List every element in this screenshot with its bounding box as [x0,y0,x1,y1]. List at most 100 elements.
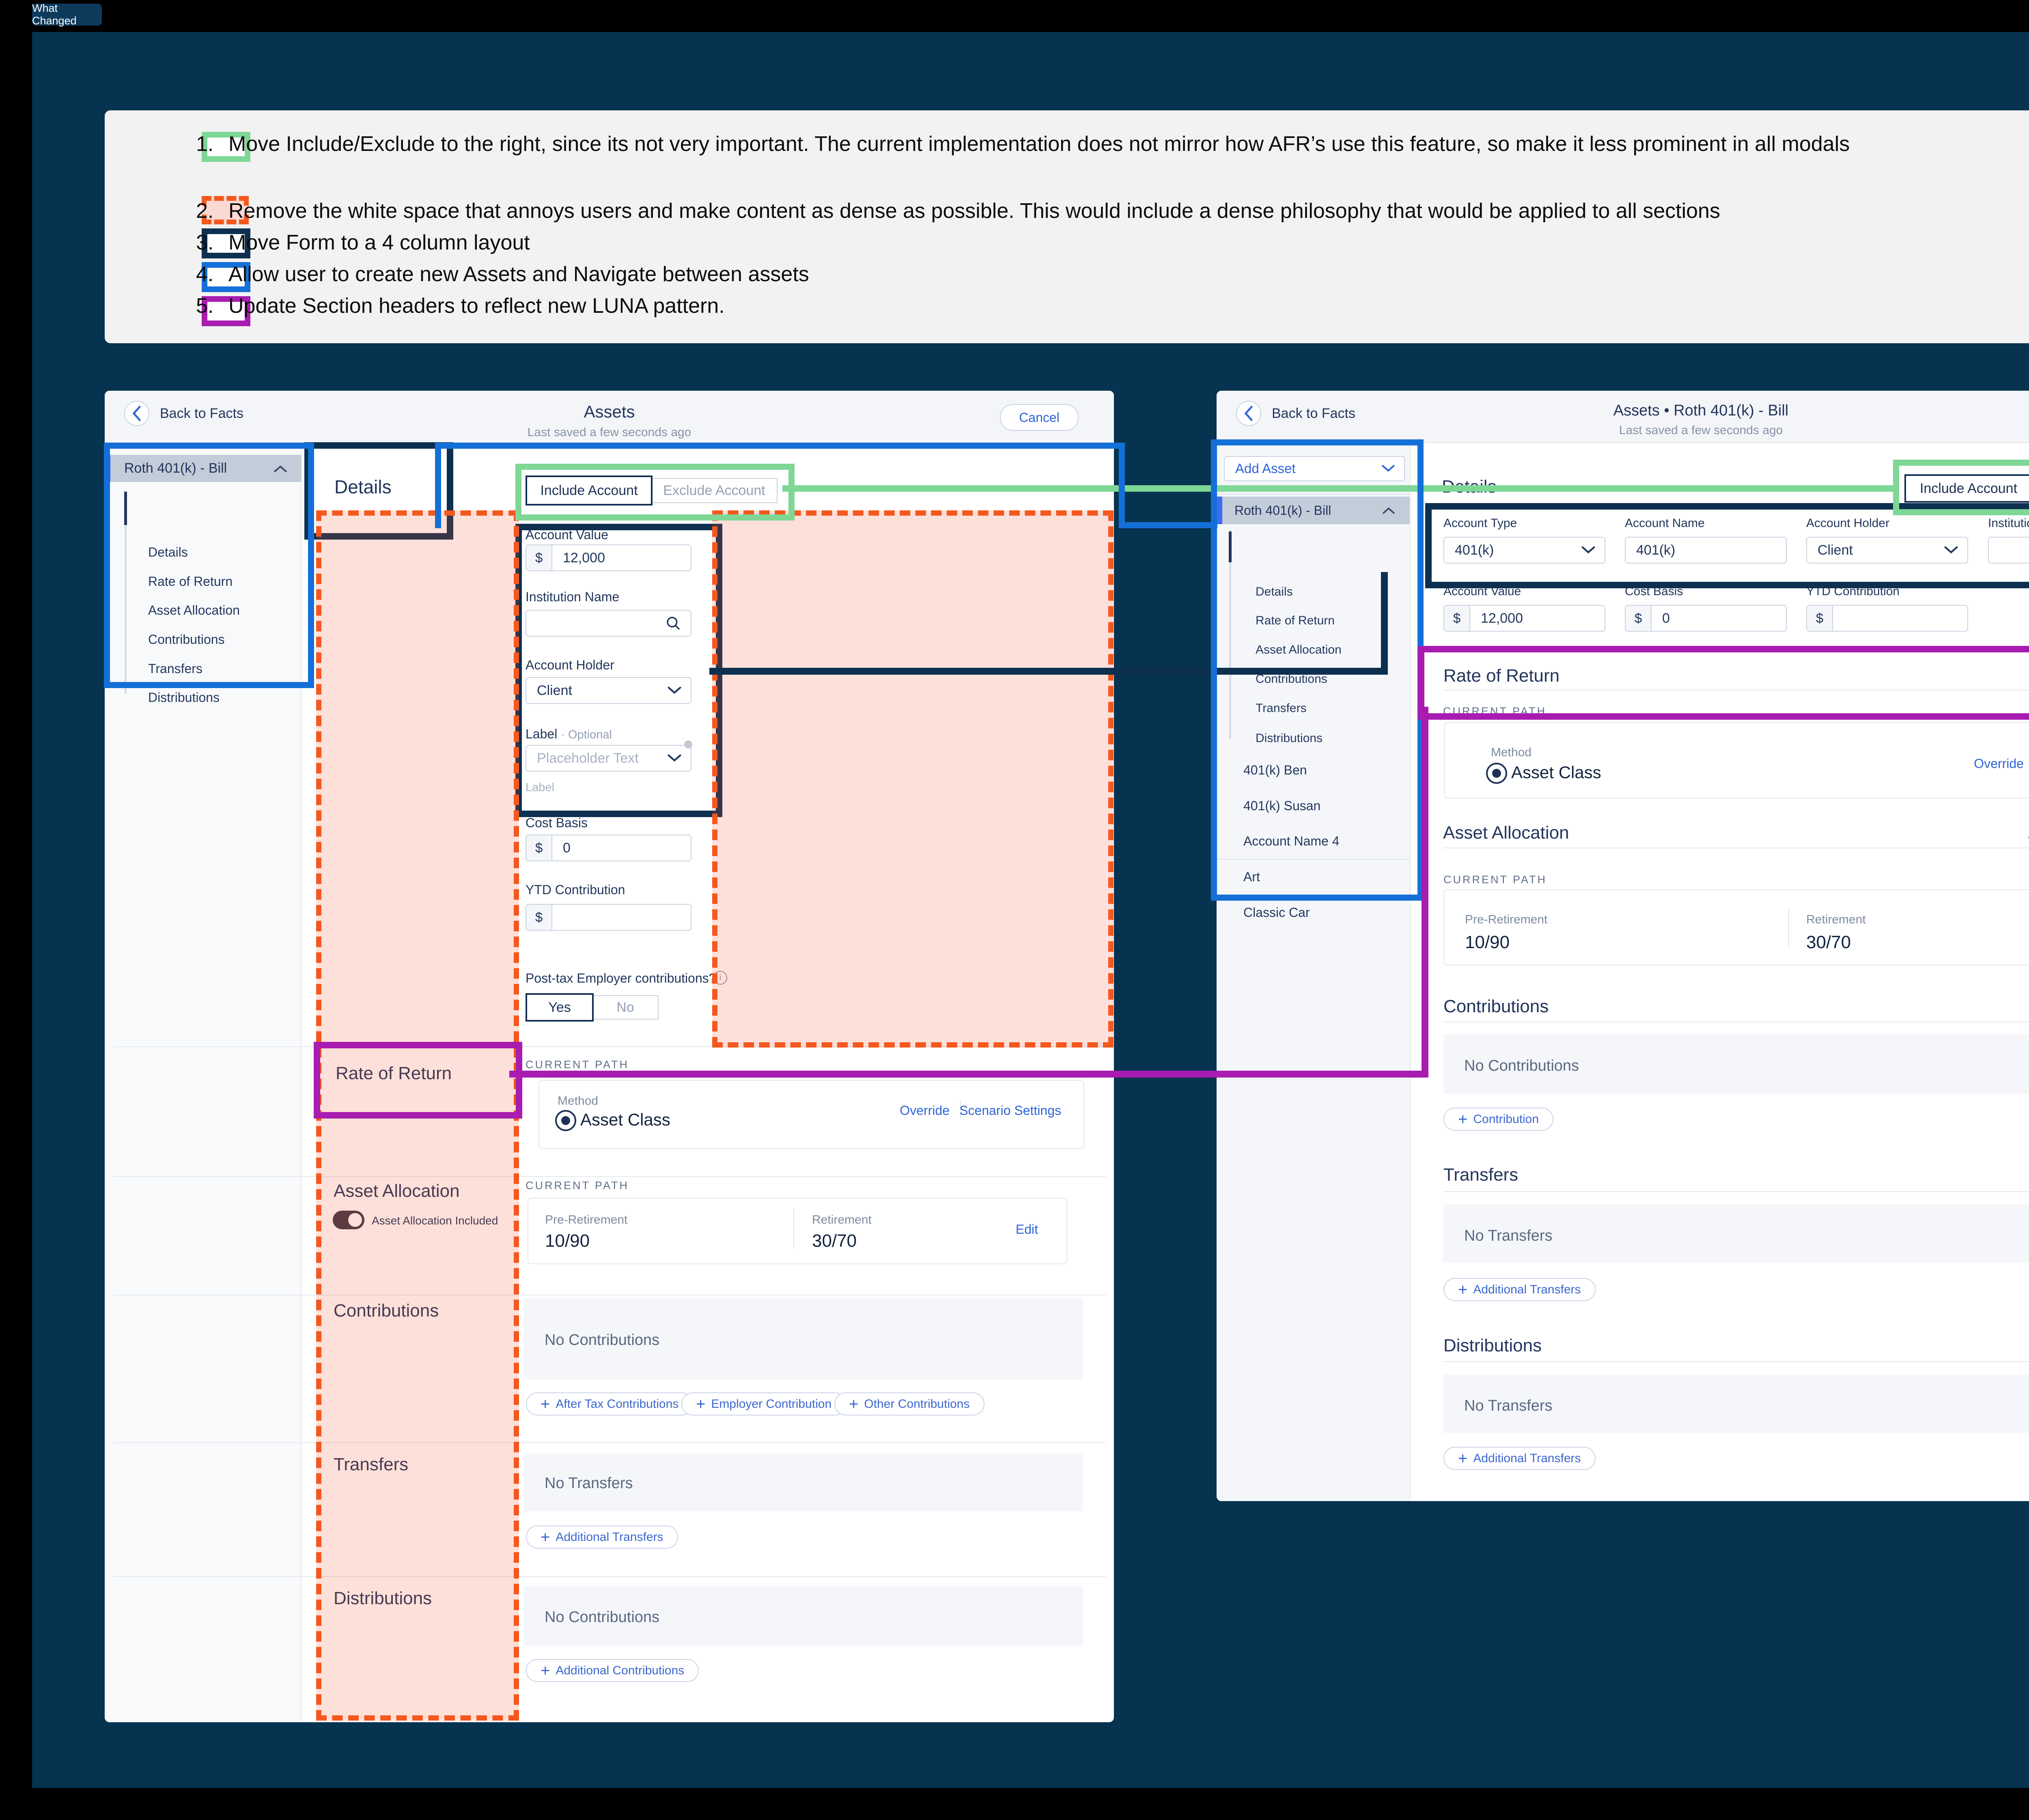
account-name-input[interactable]: 401(k) [1625,537,1787,564]
add-after-tax-contributions-button[interactable]: +After Tax Contributions [526,1392,694,1416]
method-label: Method [558,1094,599,1108]
sidebar-item-rate-of-return[interactable]: Rate of Return [1256,614,1335,627]
override-link[interactable]: Override [900,1103,950,1118]
details-section-heading: Details [334,476,392,497]
edit-link[interactable]: Edit [1015,1222,1038,1237]
sidebar-item-contributions[interactable]: Contributions [148,632,225,647]
sidebar-item-art[interactable]: Art [1243,869,1260,884]
sidebar-item-401k-ben[interactable]: 401(k) Ben [1243,763,1307,777]
dollar-prefix: $ [1807,606,1833,631]
chevron-down-icon [1381,464,1395,473]
note-item-4: 4.Allow user to create new Assets and Na… [196,262,809,286]
account-value-label: Account Value [526,527,608,542]
sidebar-item-contributions[interactable]: Contributions [1256,672,1327,686]
account-type-select[interactable]: 401(k) [1443,537,1605,564]
method-value: Asset Class [580,1110,670,1129]
sidebar-item-distributions[interactable]: Distributions [148,690,220,705]
transfers-section-title: Transfers [1443,1165,1519,1185]
current-path-eyebrow: CURRENT PATH [526,1179,629,1192]
no-contributions-row: No Contributions [1443,1035,2029,1094]
ytd-contribution-input[interactable]: $ [526,904,691,931]
add-contribution-button[interactable]: +Contribution [1443,1108,1554,1131]
chevron-up-icon[interactable] [1382,506,1395,514]
active-item-indicator [1229,531,1232,562]
add-asset-select[interactable]: Add Asset [1224,456,1405,481]
card-divider [1788,908,1789,947]
add-additional-transfers-button[interactable]: +Additional Transfers [526,1525,678,1549]
sidebar-item-details[interactable]: Details [148,545,188,559]
sidebar-item-account-name-4[interactable]: Account Name 4 [1243,834,1340,848]
account-holder-select[interactable]: Client [1806,537,1968,564]
institution-name-input[interactable] [1988,537,2029,564]
sidebar-item-transfers[interactable]: Transfers [148,661,202,676]
include-account-button[interactable]: Include Account [1904,474,2029,503]
plus-icon: + [541,1528,550,1546]
page-title: Assets • Roth 401(k) - Bill [1613,402,1789,419]
plus-icon: + [1458,1280,1468,1299]
chevron-left-icon [1236,401,1261,426]
institution-name-input[interactable] [526,610,691,637]
sidebar-item-asset-allocation[interactable]: Asset Allocation [1256,643,1342,656]
label-optional-label: Label · Optional [526,727,612,741]
method-radio-selected[interactable] [1486,763,1507,784]
override-link[interactable]: Override [1974,756,2024,771]
add-additional-contributions-button[interactable]: +Additional Contributions [526,1659,699,1682]
asset-allocation-toggle-label: Asset Allocation Included [2028,828,2029,841]
add-additional-transfers-button[interactable]: +Additional Transfers [1443,1447,1596,1470]
sidebar-item-asset-allocation[interactable]: Asset Allocation [148,603,240,617]
sidebar-item-details[interactable]: Details [1256,585,1293,598]
sidebar-item-rate-of-return[interactable]: Rate of Return [148,574,233,589]
add-employer-contribution-button[interactable]: +Employer Contribution [681,1392,846,1416]
legend-orange-dashed-swatch [202,196,249,224]
legend-green-swatch [202,132,250,162]
comment-pin-dot [684,740,692,749]
add-additional-transfers-button[interactable]: +Additional Transfers [1443,1278,1596,1301]
chevron-up-icon[interactable] [274,464,287,473]
sidebar-item-roth-401k-bill[interactable]: Roth 401(k) - Bill [105,455,301,482]
exclude-account-button[interactable]: Exclude Account [651,478,778,503]
sidebar-item-401k-susan[interactable]: 401(k) Susan [1243,798,1321,813]
post-tax-no-button[interactable]: No [592,995,659,1020]
account-holder-select[interactable]: Client [526,677,691,704]
section-divider [113,1046,1106,1047]
sidebar-item-transfers[interactable]: Transfers [1256,701,1307,715]
include-account-button[interactable]: Include Account [526,475,653,506]
legend-magenta-swatch [202,296,250,326]
note-item-5: 5.Update Section headers to reflect new … [196,294,725,318]
back-to-facts-button[interactable]: Back to Facts [124,401,243,426]
asset-allocation-section-title: Asset Allocation [1443,823,1569,843]
ytd-contribution-input[interactable]: $ [1806,605,1968,632]
cost-basis-input[interactable]: $ 0 [1625,605,1787,632]
sidebar-item-distributions[interactable]: Distributions [1256,731,1323,745]
no-transfers-row: No Transfers [1443,1375,2029,1433]
note-item-1: 1.Move Include/Exclude to the right, sin… [196,132,1850,156]
asset-allocation-card: Pre-Retirement 10/90 Retirement 30/70 Ed… [528,1198,1067,1264]
post-tax-yes-button[interactable]: Yes [526,993,594,1022]
section-header-divider [1443,1191,2029,1192]
info-icon[interactable]: i [713,971,727,985]
account-value-input[interactable]: $ 12,000 [1443,605,1605,632]
scenario-settings-link[interactable]: Scenario Settings [959,1103,1061,1118]
retirement-value: 30/70 [1806,932,1851,952]
include-exclude-segmented: Include Account Exclude Account [1904,474,2029,503]
section-divider [113,1442,1106,1443]
sidebar-item-classic-car[interactable]: Classic Car [1243,905,1310,920]
account-value-input[interactable]: $ 12,000 [526,544,691,571]
pre-retirement-label: Pre-Retirement [1465,913,1548,926]
what-changed-tab[interactable]: What Changed [32,2,102,27]
add-other-contributions-button[interactable]: +Other Contributions [834,1392,984,1416]
method-radio-selected[interactable] [555,1110,576,1131]
method-value: Asset Class [1511,763,1601,782]
account-name-label: Account Name [1625,516,1705,530]
cost-basis-label: Cost Basis [1625,585,1683,598]
asset-allocation-toggle-on[interactable] [333,1211,364,1229]
last-saved-status: Last saved a few seconds ago [1619,424,1783,437]
sidebar-item-roth-401k-bill[interactable]: Roth 401(k) - Bill [1217,497,1410,524]
label-select[interactable]: Placeholder Text [526,745,691,772]
back-to-facts-button[interactable]: Back to Facts [1236,401,1355,426]
asset-nav-sidebar: Roth 401(k) - Bill Details Rate of Retur… [105,443,302,1722]
cancel-button[interactable]: Cancel [1000,404,1079,431]
asset-allocation-card: Pre-Retirement 10/90 Retirement 30/70 Ed… [1443,889,2029,966]
cost-basis-input[interactable]: $ 0 [526,835,691,861]
